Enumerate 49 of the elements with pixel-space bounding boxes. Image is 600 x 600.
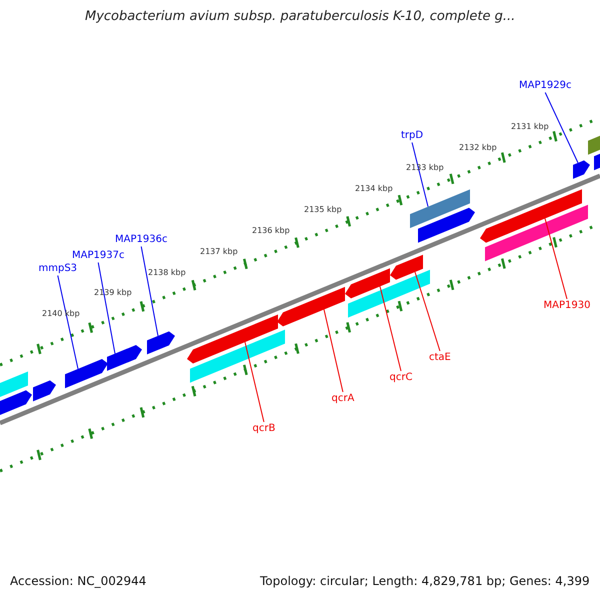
gene-label: MAP1937c xyxy=(72,250,124,262)
tick-label: 2137 kbp xyxy=(200,247,238,256)
gene-bar xyxy=(588,136,600,155)
title: Mycobacterium avium subsp. paratuberculosis K-10, complete g... xyxy=(85,10,516,25)
gene-label: trpD xyxy=(401,130,424,142)
leader-line xyxy=(57,275,78,370)
leader-line xyxy=(412,142,428,208)
gene-bar xyxy=(410,189,470,228)
gene-feature xyxy=(107,345,142,371)
gene-label: qcrA xyxy=(332,393,354,404)
gene-feature xyxy=(390,254,423,280)
gene-feature xyxy=(187,314,278,364)
gene-label: MAP1936c xyxy=(115,234,168,246)
gene-bar xyxy=(348,270,430,318)
footer-text: Topology: circular; Length: 4,829,781 bp; Genes: 4,399 xyxy=(260,575,590,589)
gene-label: qcrC xyxy=(390,372,412,384)
leader-line xyxy=(244,342,264,422)
gene-feature xyxy=(480,189,582,243)
leader-line xyxy=(544,218,568,300)
gene-label: ctaE xyxy=(429,352,451,364)
tick-label: 2138 kbp xyxy=(148,268,186,278)
gene-feature xyxy=(0,390,32,415)
gene-label: MAP1929c xyxy=(519,80,572,92)
gene-feature xyxy=(418,208,475,243)
gene-bar xyxy=(190,330,285,383)
gene-feature xyxy=(147,331,175,354)
tick-label: 2132 kbp xyxy=(459,143,497,152)
leader-line xyxy=(140,246,158,336)
tick-label: 2136 kbp xyxy=(252,226,290,236)
leader-line xyxy=(414,272,440,352)
gene-feature xyxy=(345,268,390,298)
gene-label: MAP1930 xyxy=(544,300,590,312)
leader-line xyxy=(544,92,578,164)
leader-line xyxy=(324,309,344,392)
gene-label: qcrB xyxy=(252,423,276,434)
footer-text: Accession: NC_002944 xyxy=(10,575,146,589)
tick-label: 2135 kbp xyxy=(304,205,342,214)
gene-feature xyxy=(65,359,108,388)
gene-feature xyxy=(573,160,590,179)
gene-feature xyxy=(594,154,600,170)
leader-line xyxy=(380,286,402,372)
gene-label: mmpS3 xyxy=(38,263,78,274)
leader-line xyxy=(98,262,116,354)
tick-label: 2131 kbp xyxy=(511,122,549,132)
gene-feature xyxy=(33,380,56,402)
gene-feature xyxy=(277,286,345,326)
tick-label: 2134 kbp xyxy=(355,184,393,194)
gene-bar xyxy=(0,372,28,397)
gene-bar xyxy=(485,204,588,262)
